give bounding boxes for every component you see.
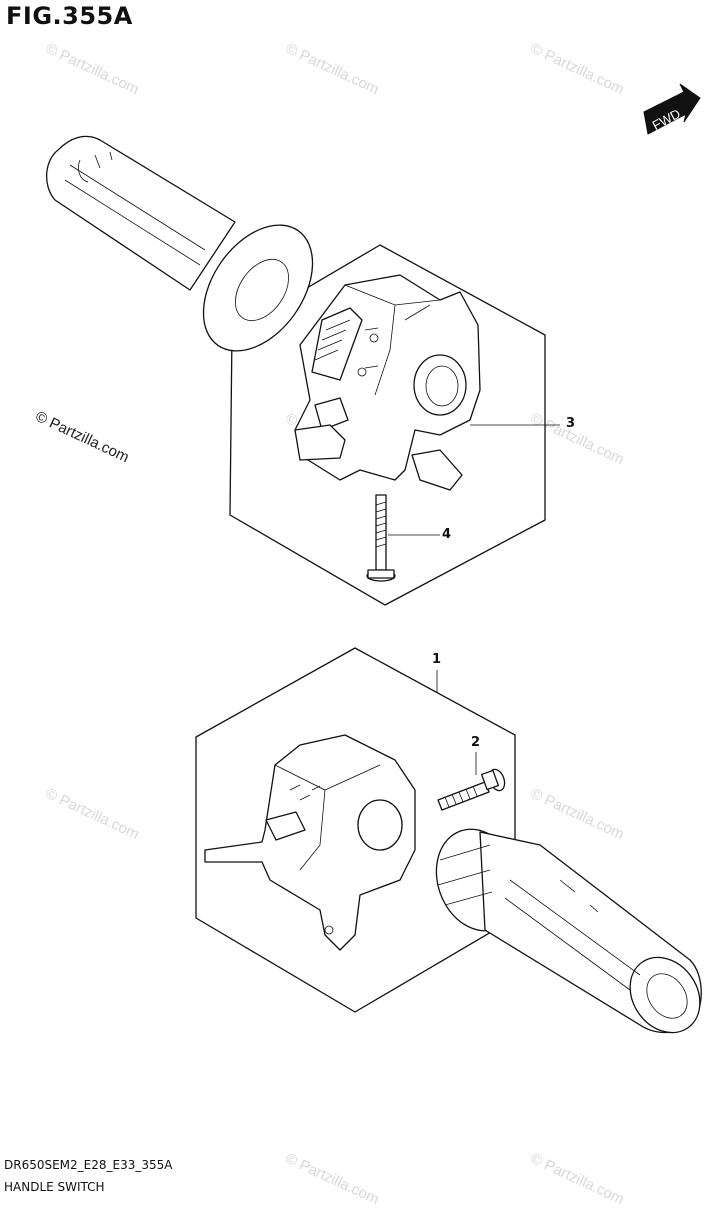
- diagram-name: HANDLE SWITCH: [4, 1180, 105, 1194]
- assembly-boundary-lower: [195, 647, 516, 1013]
- screw-part-2: [437, 768, 506, 811]
- callout-4: 4: [442, 527, 452, 542]
- left-handle-switch: [294, 274, 481, 491]
- diagram-code: DR650SEM2_E28_E33_355A: [4, 1158, 173, 1172]
- screw-part-4: [366, 494, 396, 582]
- callout-2: 2: [471, 735, 481, 750]
- callout-3: 3: [566, 416, 576, 431]
- figure-title: FIG.355A: [6, 2, 133, 30]
- right-grip: [435, 828, 702, 1034]
- right-handle-switch: [204, 734, 416, 951]
- left-grip: [46, 135, 314, 352]
- callout-1: 1: [432, 652, 442, 667]
- fwd-arrow-badge: FWD: [643, 83, 701, 135]
